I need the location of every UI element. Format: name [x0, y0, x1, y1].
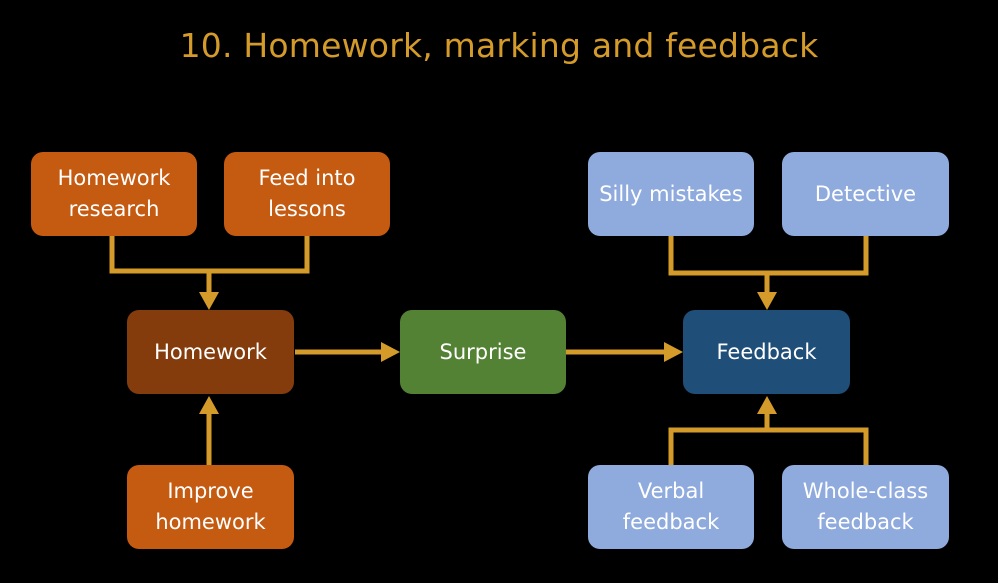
- arrowhead-into-homework-top: [199, 292, 219, 310]
- arrowhead-into-surprise: [381, 342, 400, 362]
- arrowhead-into-feedback-bottom: [757, 396, 777, 414]
- connector-research-lessons-to-homework: [109, 236, 310, 274]
- node-detective: Detective: [782, 152, 949, 236]
- connector-mistakes-detective-to-feedback: [668, 236, 869, 276]
- node-homework: Homework: [127, 310, 294, 394]
- node-feed-into-lessons: Feed into lessons: [224, 152, 390, 236]
- arrowhead-into-feedback-top: [757, 292, 777, 310]
- arrowhead-into-homework-bottom: [199, 396, 219, 414]
- node-improve-homework: Improve homework: [127, 465, 294, 549]
- connector-verbal-wholeclass-to-feedback: [668, 427, 869, 465]
- node-feedback: Feedback: [683, 310, 850, 394]
- node-verbal-feedback: Verbal feedback: [588, 465, 754, 549]
- node-surprise: Surprise: [400, 310, 566, 394]
- page-title: 10. Homework, marking and feedback: [179, 26, 819, 65]
- arrowhead-into-feedback-left: [664, 342, 683, 362]
- node-silly-mistakes: Silly mistakes: [588, 152, 754, 236]
- node-homework-research: Homework research: [31, 152, 197, 236]
- node-whole-class-feedback: Whole-class feedback: [782, 465, 949, 549]
